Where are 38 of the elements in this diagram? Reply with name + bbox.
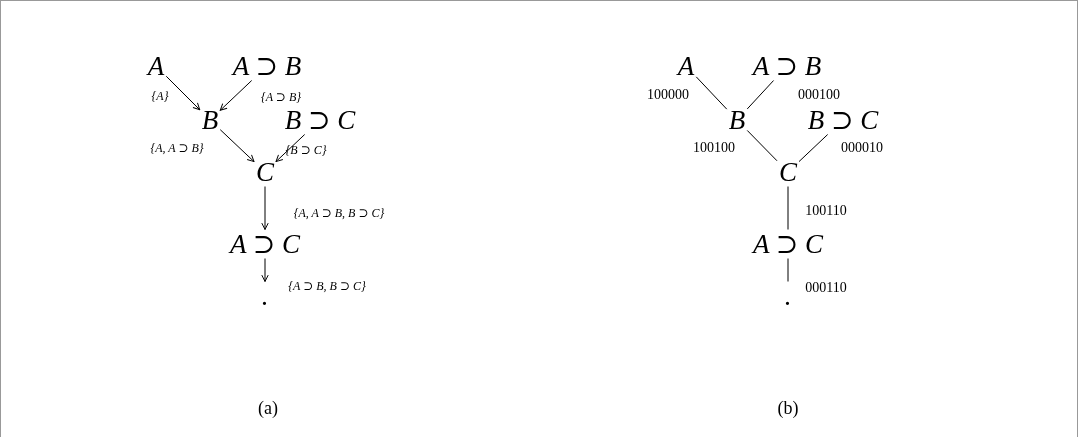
formula-label: .: [259, 281, 271, 311]
edge-label: 000100: [798, 88, 840, 102]
edge-label: 100100: [693, 141, 735, 155]
formula-label: .: [782, 281, 794, 311]
connector-line: [787, 258, 789, 282]
subfigure-caption: (a): [258, 397, 278, 419]
arrow: [275, 134, 306, 163]
connector-line: [798, 134, 829, 163]
arrow: [219, 129, 255, 163]
edge-label: {B ⊃ C}: [285, 144, 327, 156]
edge-label: 100110: [805, 204, 847, 218]
formula-label: A: [145, 51, 167, 81]
formula-label: A: [675, 51, 697, 81]
formula-label: B: [199, 105, 221, 135]
formula-label: C: [254, 157, 276, 187]
arrow: [219, 80, 253, 111]
connector-line: [746, 129, 778, 162]
formula-label: A ⊃ C: [227, 229, 303, 259]
edge-label: {A ⊃ B}: [260, 91, 302, 103]
edge-label: 000110: [805, 281, 847, 295]
connector-line: [695, 76, 728, 110]
connector-line: [787, 186, 789, 230]
formula-label: B ⊃ C: [805, 105, 881, 135]
subfigure-caption: (b): [777, 397, 799, 419]
edge-label: {A, A ⊃ B, B ⊃ C}: [293, 207, 385, 219]
formula-label: A ⊃ B: [230, 51, 304, 81]
formula-label: A ⊃ C: [750, 229, 826, 259]
formula-label: B: [726, 105, 748, 135]
formula-label: B ⊃ C: [282, 105, 358, 135]
arrow: [165, 75, 201, 111]
edge-label: {A}: [151, 90, 169, 102]
edge-label: {A, A ⊃ B}: [150, 142, 204, 154]
formula-label: C: [777, 157, 799, 187]
connector-line: [746, 80, 775, 110]
edge-label: 100000: [647, 88, 689, 102]
edge-label: 000010: [841, 141, 883, 155]
edge-label: {A ⊃ B, B ⊃ C}: [288, 280, 366, 292]
formula-label: A ⊃ B: [750, 51, 824, 81]
